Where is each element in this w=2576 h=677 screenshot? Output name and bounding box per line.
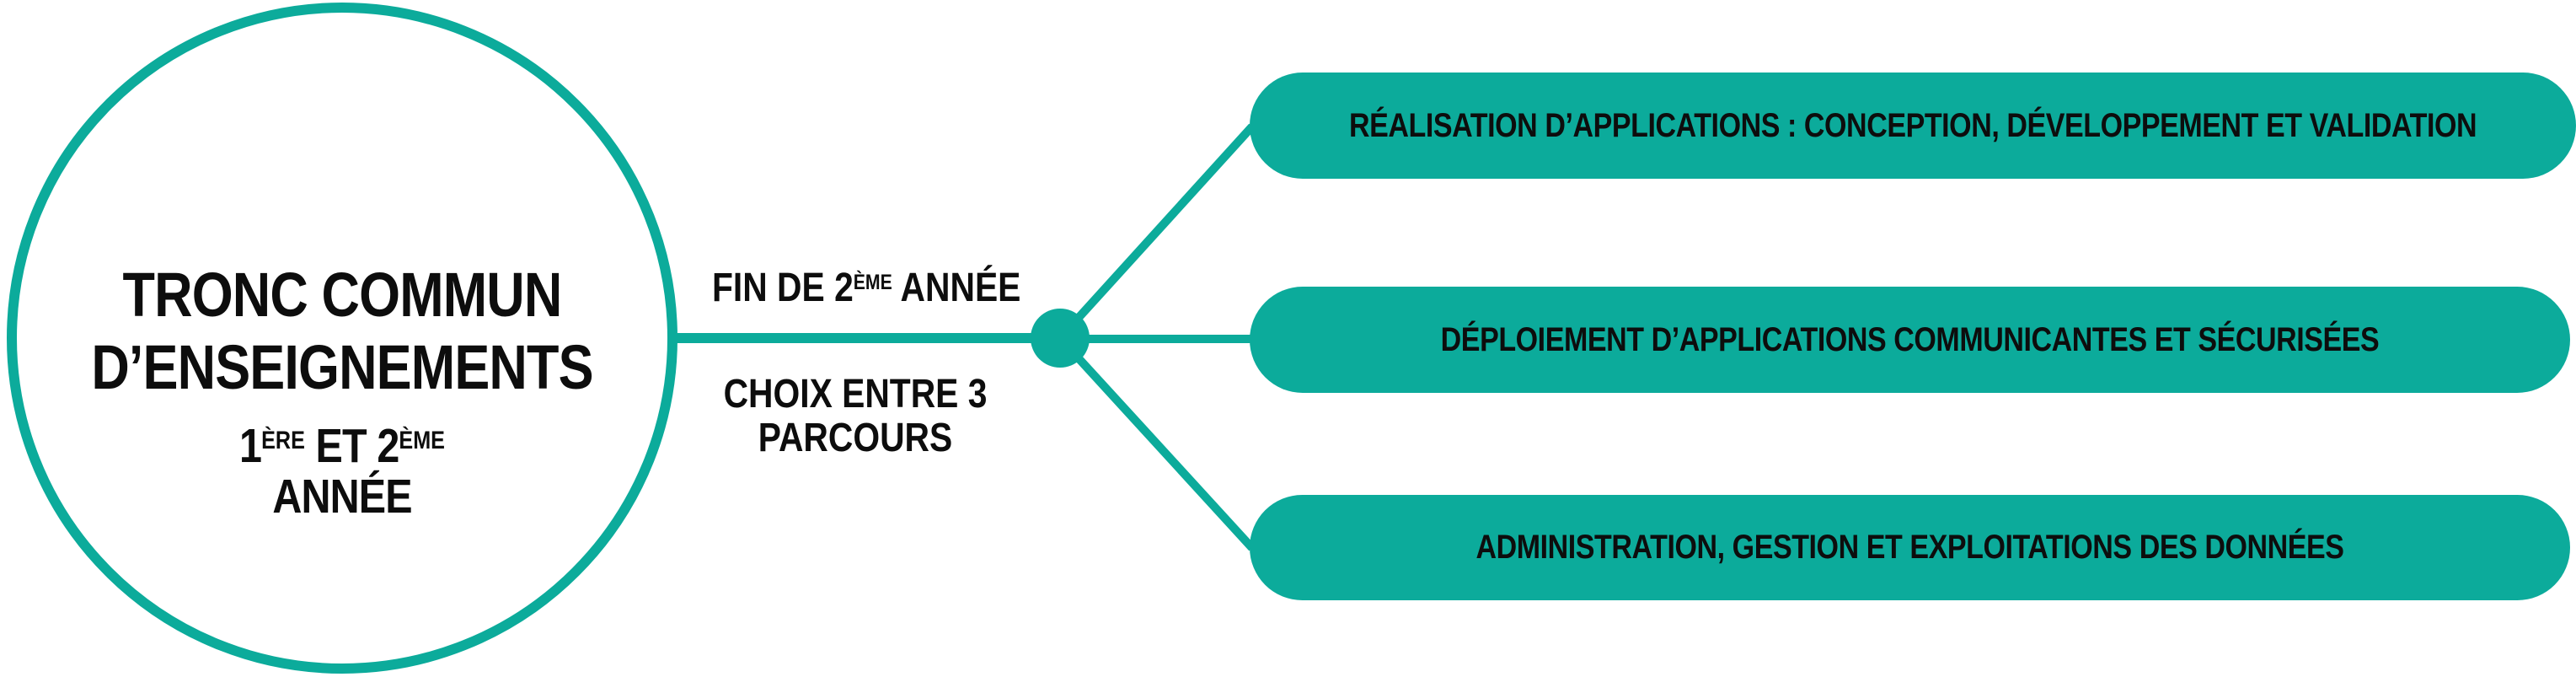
circle-title-line1: TRONC COMMUN [122, 260, 563, 330]
circle-title-line2: D’ENSEIGNEMENTS [91, 331, 593, 402]
circle-subtitle-line2: ANNÉE [272, 469, 412, 524]
junction-node [1031, 309, 1090, 368]
branch-line-top [1057, 123, 1256, 341]
superscript-eme: ÈME [853, 271, 892, 295]
parcours-pill-realisation: RÉALISATION D’APPLICATIONS : CONCEPTION,… [1250, 73, 2576, 179]
circle-subtitle: 1ÈRE ET 2ÈME ANNÉE [66, 419, 619, 524]
circle-title: TRONC COMMUN D’ENSEIGNEMENTS [66, 259, 619, 404]
parcours-pill-deploiement: DÉPLOIEMENT D’APPLICATIONS COMMUNICANTES… [1250, 287, 2570, 393]
choix-parcours-label: CHOIX ENTRE 3 PARCOURS [712, 373, 999, 460]
parcours-pill-administration: ADMINISTRATION, GESTION ET EXPLOITATIONS… [1250, 495, 2570, 600]
parcours-pill-label: DÉPLOIEMENT D’APPLICATIONS COMMUNICANTES… [1440, 320, 2380, 358]
branch-line-bottom [1057, 335, 1256, 551]
choix-parcours-line1: CHOIX ENTRE 3 [723, 372, 988, 416]
fin-2eme-annee-label: FIN DE 2ÈME ANNÉE [712, 266, 1021, 310]
parcours-pill-label: RÉALISATION D’APPLICATIONS : CONCEPTION,… [1349, 106, 2477, 144]
superscript-eme: ÈME [399, 426, 445, 454]
circle-subtitle-line1: 1ÈRE ET 2ÈME [238, 419, 445, 473]
tronc-commun-circle: TRONC COMMUN D’ENSEIGNEMENTS 1ÈRE ET 2ÈM… [7, 3, 677, 674]
parcours-pill-label: ADMINISTRATION, GESTION ET EXPLOITATIONS… [1475, 529, 2344, 566]
superscript-ere: ÈRE [261, 426, 305, 454]
choix-parcours-line2: PARCOURS [758, 415, 953, 460]
